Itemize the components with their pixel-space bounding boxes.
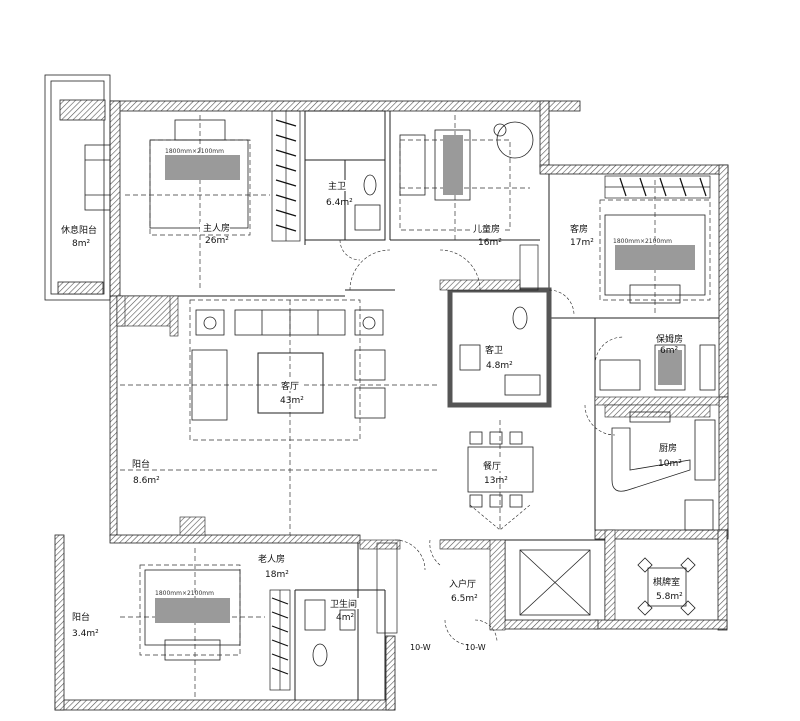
label-bathroom: 卫生间 [330,598,357,610]
master-bed-size: 1800mm×2100mm [165,148,224,155]
label-lounge-balcony: 休息阳台 [61,224,97,236]
elder-bed: 1800mm×2100mm [144,569,241,661]
area-balcony-low: 3.4m² [72,629,99,639]
guest-bed-size: 1800mm×2100mm [613,238,672,245]
label-kitchen: 厨房 [659,442,677,454]
lounge-balcony-frame [44,74,111,301]
door-arcs [339,239,624,646]
area-bathroom: 4m² [336,613,354,623]
elder-bed-cover [155,598,230,623]
area-chess-room: 5.8m² [656,592,683,602]
area-nanny-room: 6m² [660,346,678,356]
guest-bed-cover [615,245,695,270]
bath-fixtures [304,174,541,667]
stair-core [519,549,591,616]
master-bed: 1800mm×2100mm [149,119,249,229]
guest-bed: 1800mm×2100mm [604,214,706,304]
label-elder-room: 老人房 [258,553,285,565]
area-master-bath: 6.4m² [326,198,353,208]
area-kitchen: 10m² [658,459,682,469]
label-nanny-room: 保姆房 [656,333,683,345]
label-guest-bath: 客卫 [485,344,503,356]
kids-bed [399,121,534,201]
area-dining-room: 13m² [484,476,508,486]
area-entrance: 6.5m² [451,594,478,604]
door-tag-right: 10-W [465,643,486,652]
label-guest-room: 客房 [570,223,588,235]
area-kids-room: 16m² [478,238,502,248]
nanny-bed [599,344,716,391]
area-living-room: 43m² [280,396,304,406]
label-kids-room: 儿童房 [473,223,500,235]
structural-columns [116,279,720,631]
door-tag-left: 10-W [410,643,431,652]
label-master-bath: 主卫 [328,180,346,192]
exterior-walls [54,100,729,711]
kitchen-counters [611,411,716,531]
label-balcony-mid: 阳台 [132,458,150,470]
master-bed-cover [165,155,240,180]
elder-bed-size: 1800mm×2100mm [155,590,214,597]
label-entrance: 入户厅 [449,578,476,590]
dining-furniture [467,431,534,508]
wardrobe-hangers [271,119,707,675]
label-dining-room: 餐厅 [483,460,501,472]
label-chess-room: 棋牌室 [653,576,680,588]
room-labels: 主人房 26m² 主卫 6.4m² 儿童房 16m² 客房 17m² 休息阳台 … [58,180,687,652]
area-guest-bath: 4.8m² [486,361,513,371]
chess-table [637,557,696,616]
area-elder-room: 18m² [265,570,289,580]
area-balcony-mid: 8.6m² [133,476,160,486]
area-lounge-balcony: 8m² [72,239,90,249]
area-master-bedroom: 26m² [205,236,229,246]
label-master-bedroom: 主人房 [203,222,230,234]
label-living-room: 客厅 [281,380,299,392]
area-guest-room: 17m² [570,238,594,248]
living-furniture [191,309,386,421]
label-balcony-low: 阳台 [72,611,90,623]
